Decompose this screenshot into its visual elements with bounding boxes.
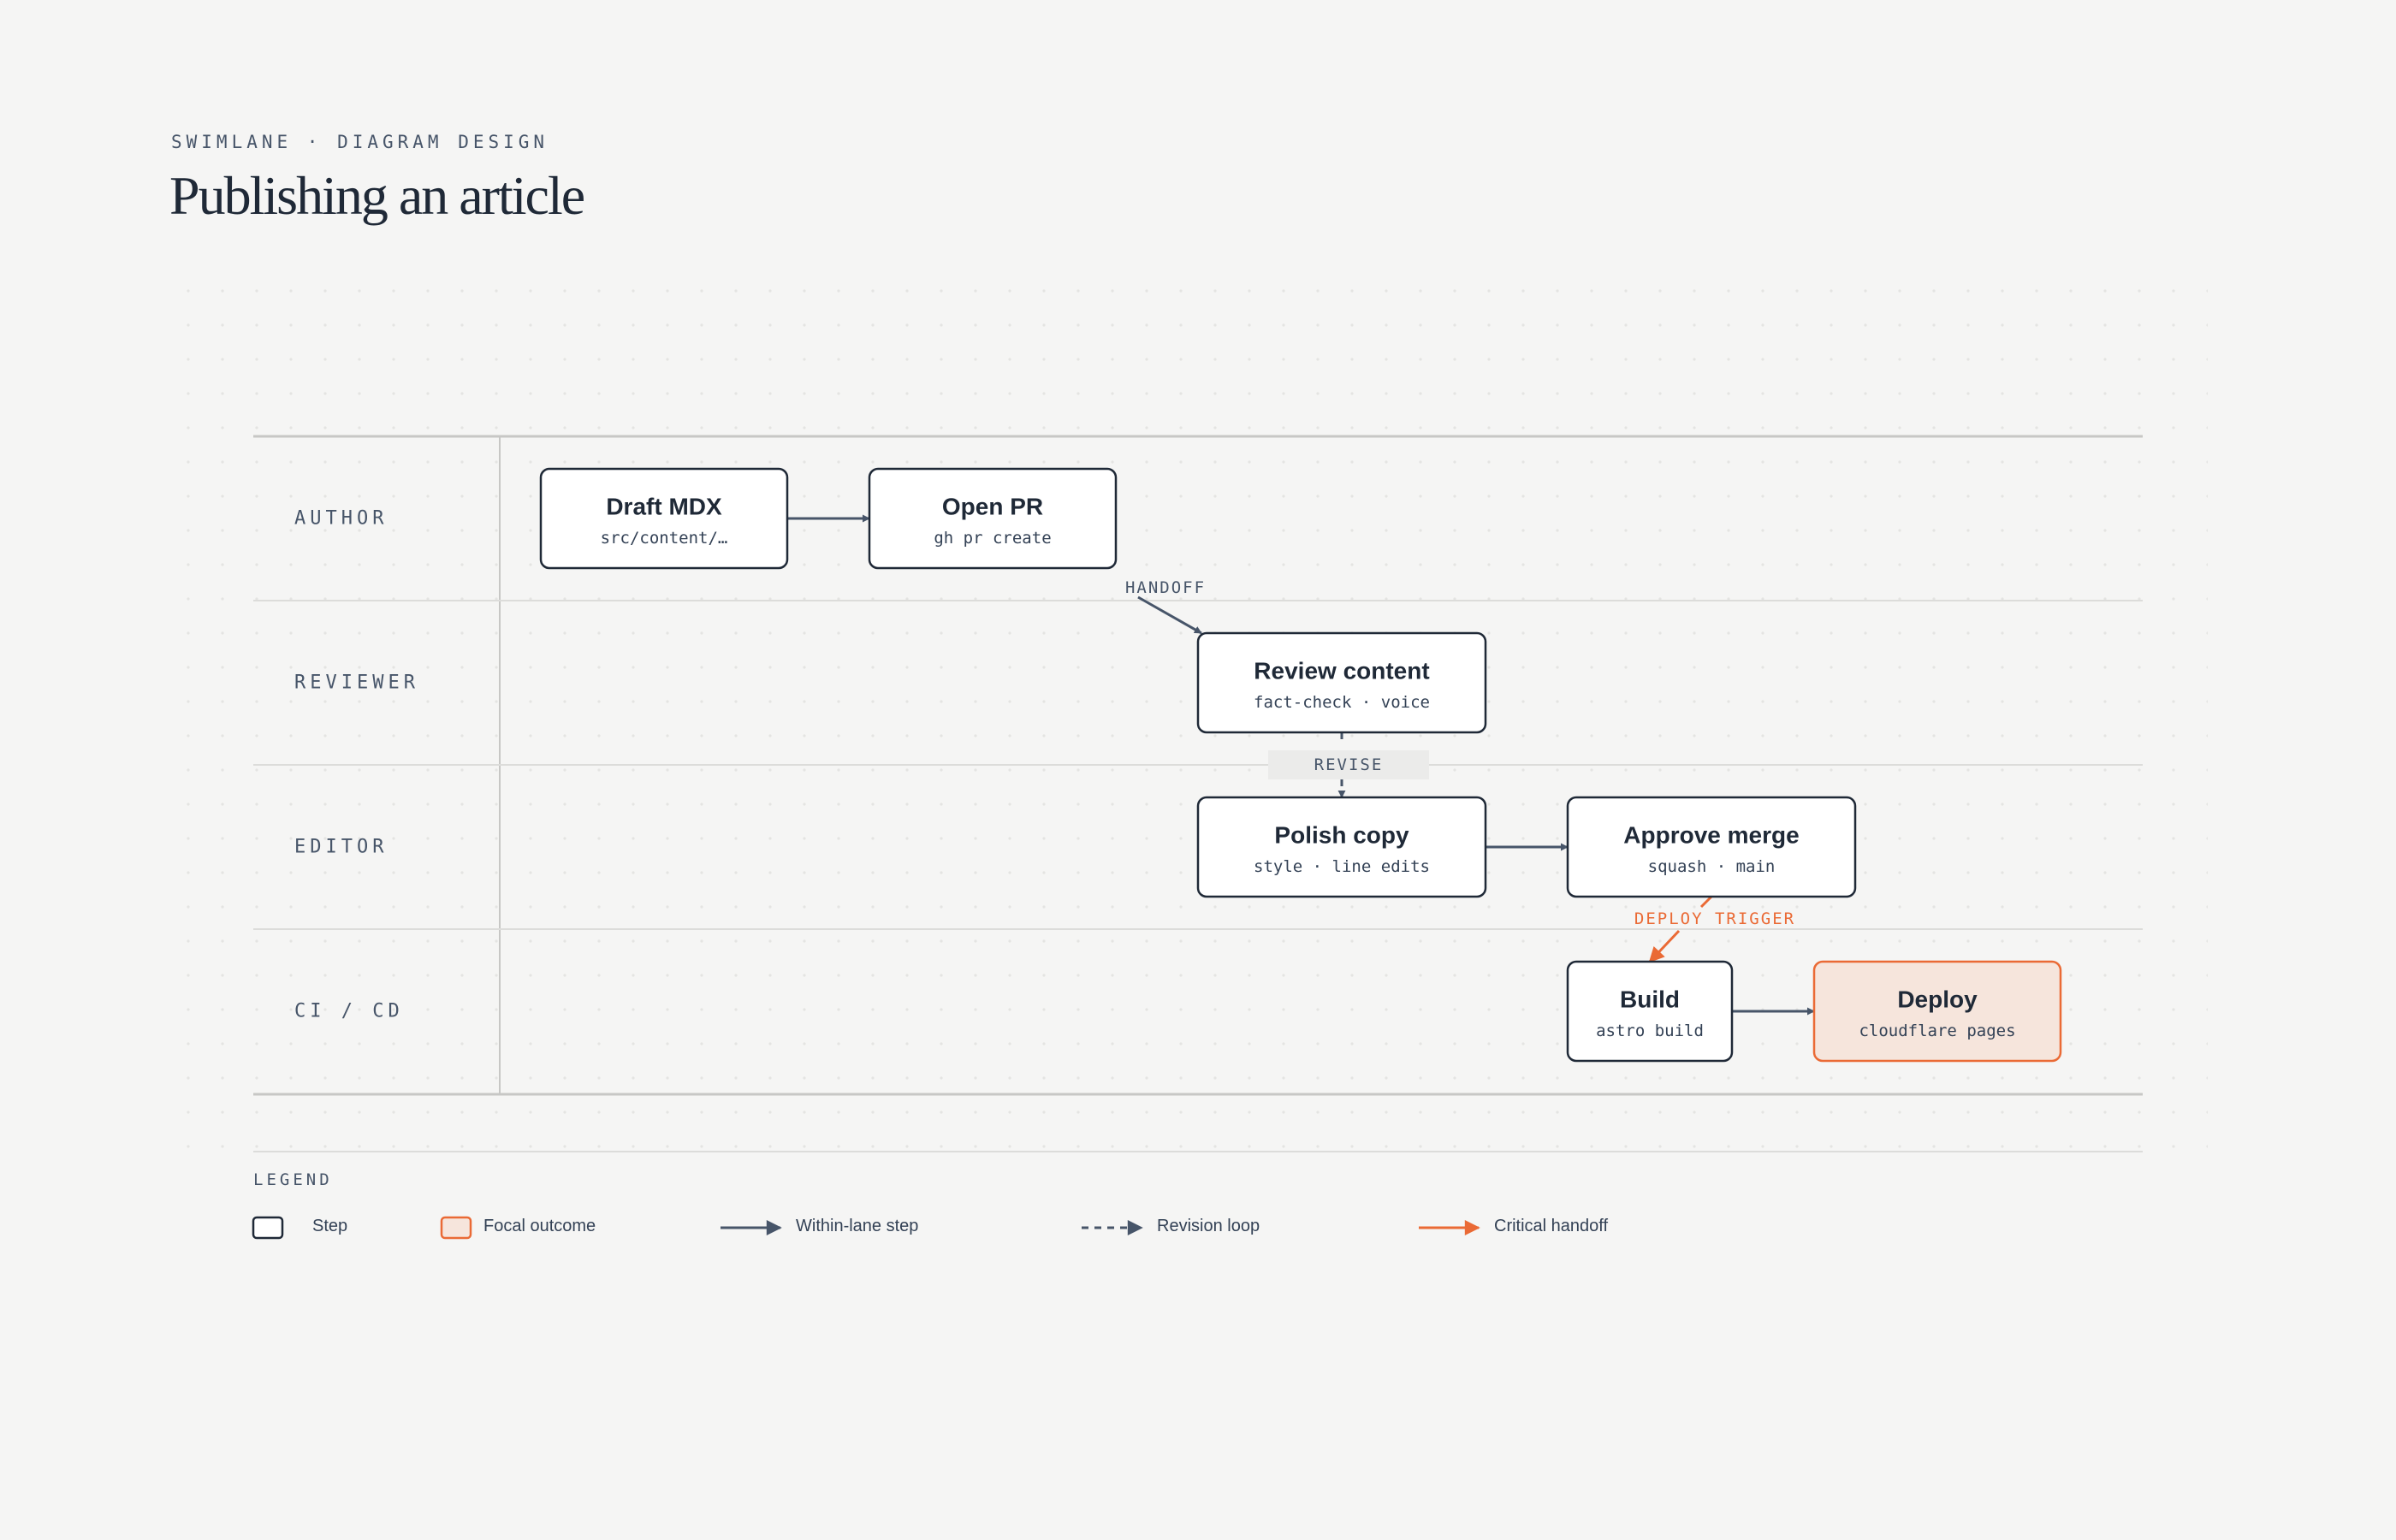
lanes-layer: AUTHOR REVIEWER EDITOR CI / CD bbox=[253, 435, 2143, 1096]
diagram-title: Publishing an article bbox=[169, 165, 585, 226]
legend-label-critical: Critical handoff bbox=[1494, 1217, 1609, 1235]
legend-focal-swatch bbox=[440, 1216, 472, 1240]
legend-label-step: Step bbox=[312, 1217, 348, 1235]
edge-label-handoff: HANDOFF bbox=[1125, 578, 1206, 597]
legend-label-within-lane: Within-lane step bbox=[796, 1217, 919, 1235]
node-polish[interactable]: Polish copy style · line edits bbox=[1196, 796, 1487, 898]
lane-label-author: AUTHOR bbox=[294, 508, 388, 530]
edges-layer: HANDOFF REVISE DEPLOY TRIGGER bbox=[787, 514, 1815, 1016]
node-box-deploy bbox=[1812, 960, 2062, 1063]
edge-approve-to-build bbox=[1648, 929, 1681, 963]
node-subtitle-deploy: cloudflare pages bbox=[1859, 1022, 2015, 1040]
node-subtitle-polish: style · line edits bbox=[1254, 857, 1430, 876]
lane-label-editor: EDITOR bbox=[294, 837, 388, 858]
node-title-review: Review content bbox=[1254, 658, 1429, 684]
node-title-build: Build bbox=[1620, 986, 1680, 1013]
node-title-deploy: Deploy bbox=[1897, 986, 1978, 1013]
node-box-draft bbox=[539, 467, 789, 570]
node-box-polish bbox=[1196, 796, 1487, 898]
node-review[interactable]: Review content fact-check · voice bbox=[1196, 631, 1487, 734]
edge-label-revise: REVISE bbox=[1314, 755, 1384, 774]
edge-pr-to-review bbox=[1137, 595, 1202, 635]
node-build[interactable]: Build astro build bbox=[1566, 960, 1734, 1063]
node-title-draft: Draft MDX bbox=[606, 494, 722, 520]
node-subtitle-draft: src/content/… bbox=[601, 529, 728, 548]
node-subtitle-build: astro build bbox=[1596, 1022, 1704, 1040]
node-title-approve: Approve merge bbox=[1623, 822, 1799, 849]
node-title-polish: Polish copy bbox=[1274, 822, 1409, 849]
node-draft[interactable]: Draft MDX src/content/… bbox=[539, 467, 789, 570]
node-box-pr bbox=[868, 467, 1118, 570]
legend-label-focal: Focal outcome bbox=[483, 1217, 596, 1235]
edge-label-deploy-trigger: DEPLOY TRIGGER bbox=[1634, 909, 1795, 928]
edge-approve-to-build-tail bbox=[1699, 895, 1713, 909]
lane-label-cicd: CI / CD bbox=[294, 1001, 404, 1022]
legend-label-revision: Revision loop bbox=[1157, 1217, 1260, 1235]
node-deploy[interactable]: Deploy cloudflare pages bbox=[1812, 960, 2062, 1063]
node-box-approve bbox=[1566, 796, 1857, 898]
node-pr[interactable]: Open PR gh pr create bbox=[868, 467, 1118, 570]
legend-title: LEGEND bbox=[253, 1170, 333, 1189]
lane-label-reviewer: REVIEWER bbox=[294, 672, 419, 694]
legend-symbols bbox=[252, 1216, 1480, 1240]
node-approve[interactable]: Approve merge squash · main bbox=[1566, 796, 1857, 898]
node-box-review bbox=[1196, 631, 1487, 734]
node-box-build bbox=[1566, 960, 1734, 1063]
edge-label-bg-revise bbox=[1268, 750, 1429, 779]
nodes-layer: Draft MDX src/content/… Open PR gh pr creat… bbox=[539, 467, 2062, 1063]
node-subtitle-approve: squash · main bbox=[1648, 857, 1776, 876]
node-subtitle-pr: gh pr create bbox=[934, 529, 1051, 548]
legend-step-swatch bbox=[252, 1216, 284, 1240]
node-title-pr: Open PR bbox=[942, 494, 1043, 520]
diagram-eyebrow: SWIMLANE · DIAGRAM DESIGN bbox=[171, 132, 549, 152]
node-subtitle-review: fact-check · voice bbox=[1254, 693, 1430, 712]
